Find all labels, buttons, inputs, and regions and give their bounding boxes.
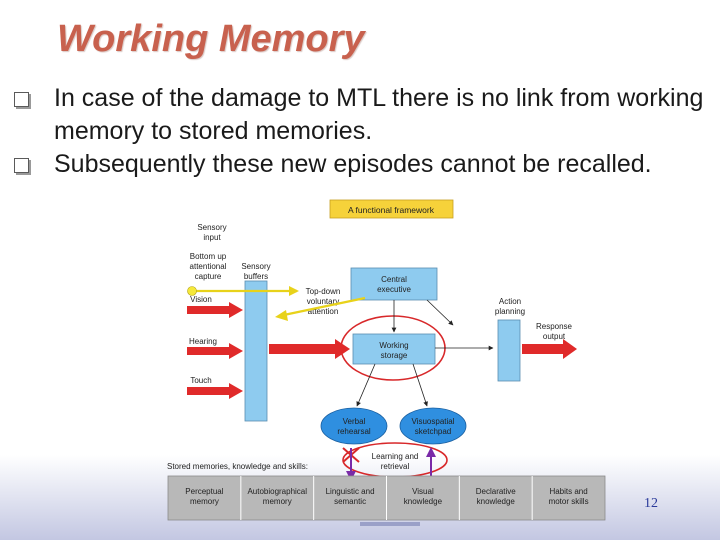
memory-cell-label: knowledge bbox=[477, 497, 516, 506]
bottom-up-dot-icon bbox=[187, 286, 197, 296]
bottom-up-label: Bottom up bbox=[190, 252, 227, 261]
verbal-rehearsal-ellipse bbox=[320, 407, 388, 445]
learning-retrieval-label: retrieval bbox=[381, 462, 410, 471]
sensory-buffer-bar bbox=[244, 280, 268, 422]
top-down-label: attention bbox=[308, 307, 339, 316]
working-storage-label: Working bbox=[379, 341, 408, 350]
working-storage-box bbox=[352, 333, 436, 365]
top-down-label: Top-down bbox=[306, 287, 341, 296]
top-down-arrow bbox=[278, 296, 366, 318]
response-output-label: output bbox=[543, 332, 566, 341]
response-output-label: Response bbox=[536, 322, 573, 331]
memory-cell-label: motor skills bbox=[549, 497, 589, 506]
memory-cell-label: semantic bbox=[334, 497, 366, 506]
memory-cell-label: Habits and bbox=[549, 487, 587, 496]
checkbox-bullet-icon bbox=[14, 158, 29, 173]
action-planning-bar bbox=[497, 319, 521, 382]
stored-memories-label: Stored memories, knowledge and skills: bbox=[167, 462, 308, 471]
visuospatial-sketchpad-label: sketchpad bbox=[415, 427, 451, 436]
touch-label: Touch bbox=[190, 376, 211, 385]
verbal-rehearsal-label: rehearsal bbox=[337, 427, 371, 436]
checkbox-bullet-icon bbox=[14, 92, 29, 107]
memory-cell-label: Perceptual bbox=[185, 487, 223, 496]
central-executive-box bbox=[350, 267, 438, 301]
sensory-input-label: input bbox=[203, 233, 221, 242]
memory-cell-label: Visual bbox=[412, 487, 434, 496]
bullet-item: Subsequently these new episodes cannot b… bbox=[14, 148, 704, 181]
central-executive-label: Central bbox=[381, 275, 407, 284]
central-executive-label: executive bbox=[377, 285, 411, 294]
storage-to-verbal-arrow bbox=[356, 363, 376, 407]
bullet-list: In case of the damage to MTL there is no… bbox=[14, 82, 704, 181]
functional-framework-diagram: A functional framework Sensory input Bot… bbox=[165, 198, 610, 528]
verbal-rehearsal-label: Verbal bbox=[343, 417, 366, 426]
vision-arrow bbox=[187, 302, 243, 318]
touch-arrow bbox=[187, 383, 243, 399]
caption-stripe bbox=[360, 522, 420, 526]
bottom-up-label: attentional bbox=[190, 262, 227, 271]
sensory-buffers-label: buffers bbox=[244, 272, 268, 281]
hearing-arrow bbox=[187, 343, 243, 359]
bottom-up-arrowhead-icon bbox=[289, 286, 299, 296]
sensory-buffers-label: Sensory bbox=[241, 262, 270, 271]
buffer-to-storage-arrow bbox=[269, 339, 350, 359]
memory-cells-group: PerceptualmemoryAutobiographicalmemoryLi… bbox=[185, 476, 589, 520]
sensory-input-label: Sensory bbox=[197, 223, 226, 232]
slide-title: Working Memory bbox=[57, 18, 365, 60]
memory-cell-label: memory bbox=[190, 497, 219, 506]
action-planning-label: planning bbox=[495, 307, 525, 316]
visuospatial-sketchpad-ellipse bbox=[399, 407, 467, 445]
action-planning-label: Action bbox=[499, 297, 521, 306]
bullet-text: Subsequently these new episodes cannot b… bbox=[54, 150, 652, 178]
storage-to-visuospatial-arrow bbox=[412, 363, 428, 407]
framework-label: A functional framework bbox=[348, 205, 435, 215]
memory-cell-label: memory bbox=[263, 497, 292, 506]
page-number: 12 bbox=[644, 496, 658, 511]
framework-label-box bbox=[329, 199, 454, 219]
bullet-item: In case of the damage to MTL there is no… bbox=[14, 82, 704, 148]
top-down-arrowhead-icon bbox=[275, 310, 288, 321]
memory-cell-label: Linguistic and bbox=[326, 487, 375, 496]
visuospatial-sketchpad-label: Visuospatial bbox=[412, 417, 455, 426]
working-storage-label: storage bbox=[381, 351, 408, 360]
bottom-up-label: capture bbox=[195, 272, 222, 281]
exec-to-action-arrow bbox=[426, 299, 454, 326]
hearing-label: Hearing bbox=[189, 337, 217, 346]
memory-cell-label: knowledge bbox=[404, 497, 443, 506]
memory-cell-label: Autobiographical bbox=[247, 487, 307, 496]
memory-cell-label: Declarative bbox=[476, 487, 517, 496]
response-output-arrow bbox=[522, 339, 577, 359]
top-down-label: voluntary bbox=[307, 297, 339, 306]
bullet-text: In case of the damage to MTL there is no… bbox=[54, 84, 704, 145]
learning-retrieval-label: Learning and bbox=[372, 452, 419, 461]
vision-label: Vision bbox=[190, 295, 212, 304]
